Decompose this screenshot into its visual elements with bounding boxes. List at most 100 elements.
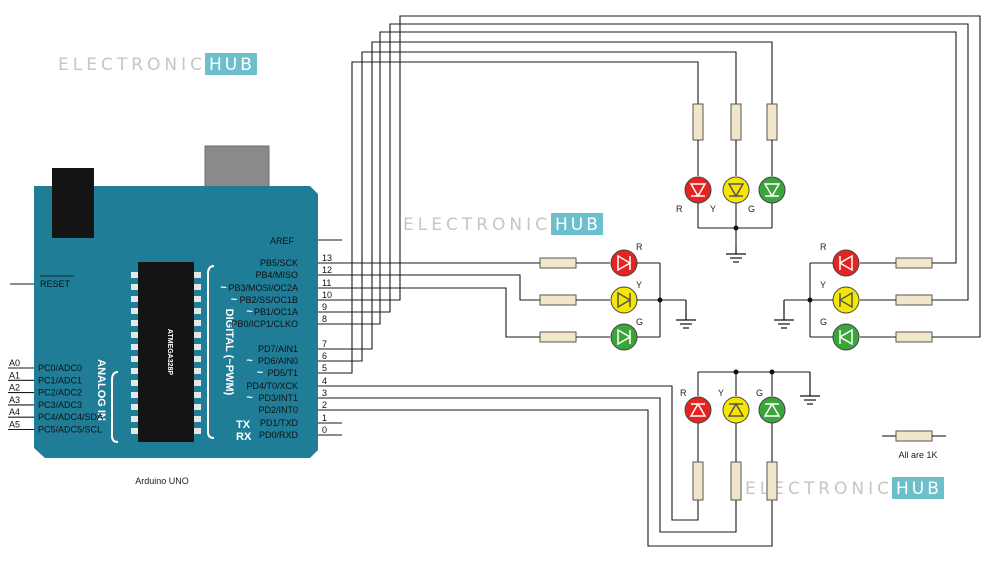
yellow-led-label: Y [820,280,826,290]
chip-pin [194,308,201,314]
resistor [766,103,778,141]
resistor [692,103,704,141]
pwm-tilde: ~ [257,367,264,379]
green-led-label: G [748,204,755,214]
digital-pin-number: 9 [322,302,327,312]
yellow-led-label: Y [710,204,716,214]
top-led-group: R Y G [676,103,786,263]
chip-pin [194,416,201,422]
east-led-group: R Y G [774,242,933,351]
digital-pin-number: 5 [322,363,327,373]
pwm-tilde: ~ [231,294,238,306]
power-jack [52,168,94,238]
analog-in-label: ANALOG IN [95,359,107,421]
analog-pin-number: A5 [9,420,20,430]
analog-pin-label: PC3/ADC3 [38,400,82,410]
tx-label: TX [236,419,251,431]
yellow-led-label: Y [718,388,724,398]
board-name: Arduino UNO [135,476,189,486]
red-led [610,249,638,277]
green-led-label: G [636,317,643,327]
resistor [766,461,778,501]
digital-pin-number: 1 [322,413,327,423]
digital-pin-number: 8 [322,314,327,324]
pwm-tilde: ~ [220,282,227,294]
red-led-label: R [636,242,643,252]
chip-pin [194,356,201,362]
yellow-led [722,176,750,204]
digital-pin-label: PD6/AIN0 [258,356,298,366]
digital-pin-number: 11 [322,278,331,288]
green-led-label: G [820,317,827,327]
ground-symbol [726,246,746,263]
resistor [730,461,742,501]
analog-pin-label: PC0/ADC0 [38,363,82,373]
chip-pin [131,296,138,302]
chip-pin [194,428,201,434]
resistor [895,257,933,269]
digital-pin-number: 2 [322,400,327,410]
analog-pin-number: A1 [9,370,20,380]
arduino-board: ATMEGA328P ANALOG IN DIGITAL (~PWM) Ardu… [34,145,318,486]
wires [342,15,981,547]
digital-pin-number: 12 [322,265,332,275]
resistor [539,331,577,343]
analog-pin-number: A0 [9,358,20,368]
red-led [684,176,712,204]
digital-pin-label: PD1/TXD [260,418,299,428]
ground-symbol [676,300,696,329]
chip-pin [194,344,201,350]
watermark-middle: ELECTRONICS HUB [403,213,603,235]
watermark-hub-box [892,477,944,499]
chip-pin [131,308,138,314]
resistor [895,331,933,343]
aref-label: AREF [270,236,295,246]
resistor [692,461,704,501]
digital-pin-number: 4 [322,376,327,386]
legend: All are 1K [882,430,946,460]
digital-pin-label: PD4/T0/XCK [246,381,298,391]
pwm-tilde: ~ [246,392,253,404]
pwm-tilde: ~ [246,306,253,318]
digital-pin-label: PD5/T1 [267,368,298,378]
chip-pin [194,368,201,374]
digital-pin-label: PD7/AIN1 [258,344,298,354]
resistor [539,294,577,306]
digital-pin-number: 3 [322,388,327,398]
digital-pin-label: PB1/OC1A [254,307,298,317]
chip-pin [131,332,138,338]
south-led-group: R Y G [680,369,820,501]
red-led [832,249,860,277]
watermark-word: ELECTRONICS [58,55,221,75]
yellow-led-label: Y [636,280,642,290]
analog-pin-label: PC1/ADC1 [38,375,82,385]
analog-bracket [111,371,119,443]
chip-pin [131,368,138,374]
chip-pin [131,392,138,398]
analog-pin-number: A4 [9,407,20,417]
digital-pin-label: PD3/INT1 [258,393,298,403]
green-led [758,396,786,424]
watermark-hub: HUB [896,479,942,499]
analog-pin-number: A3 [9,395,20,405]
watermark-bottom: ELECTRONICS HUB [745,477,944,499]
digital-pin-label: PB0/ICP1/CLKO [231,319,298,329]
chip-label: ATMEGA328P [166,329,173,375]
digital-pin-number: 10 [322,290,332,300]
ground-symbol [800,372,820,405]
digital-pin-number: 6 [322,351,327,361]
chip-pin [131,356,138,362]
chip-pin [131,416,138,422]
chip-pin [194,284,201,290]
digital-pin-label: PB4/MISO [255,270,298,280]
yellow-led [610,286,638,314]
resistor [730,103,742,141]
chip-pin [131,284,138,290]
digital-pin-label: PD2/INT0 [258,405,298,415]
watermark-hub-box [205,53,257,75]
green-led [610,323,638,351]
resistor [539,257,577,269]
